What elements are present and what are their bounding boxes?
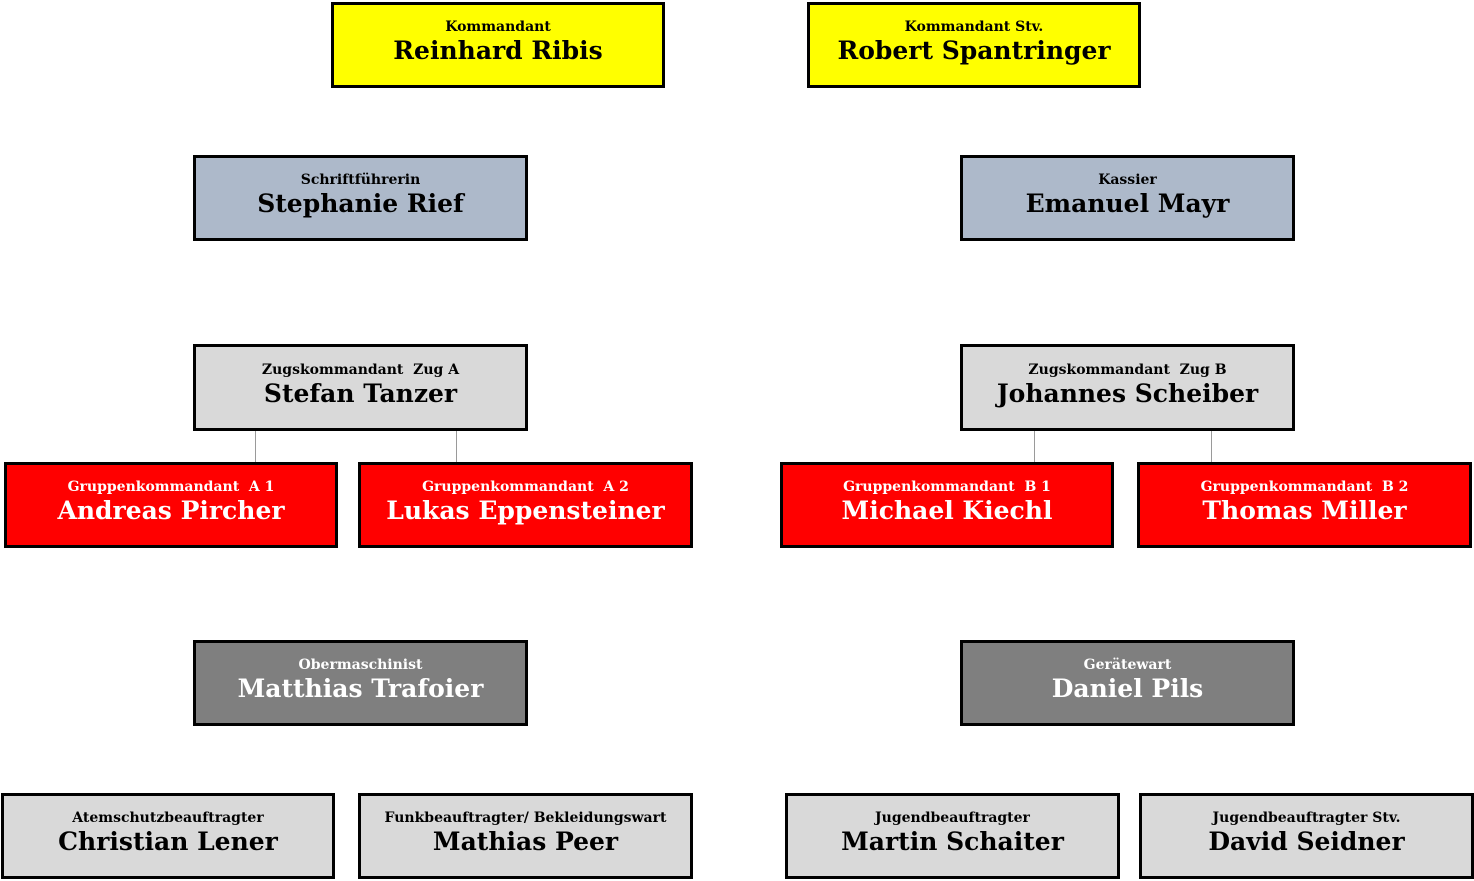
- person-name: Robert Spantringer: [837, 36, 1111, 65]
- person-name: Lukas Eppensteiner: [386, 496, 665, 525]
- connector-tick: [255, 431, 256, 462]
- person-name: Michael Kiechl: [841, 496, 1053, 525]
- role-label: Jugendbeauftragter: [875, 810, 1030, 826]
- connector-tick: [1034, 431, 1035, 462]
- role-label: Zugskommandant Zug B: [1028, 361, 1227, 378]
- person-name: Stephanie Rief: [257, 189, 464, 218]
- node-zugskommandant-a: Zugskommandant Zug A Stefan Tanzer: [193, 344, 528, 431]
- node-kommandant: Kommandant Reinhard Ribis: [331, 2, 665, 88]
- node-funkbeauftragter: Funkbeauftragter/ Bekleidungswart Mathia…: [358, 793, 693, 879]
- node-gruppenkommandant-a2: Gruppenkommandant A 2 Lukas Eppensteiner: [358, 462, 693, 548]
- connector-tick: [456, 431, 457, 462]
- person-name: Reinhard Ribis: [393, 36, 603, 65]
- node-jugendbeauftragter: Jugendbeauftragter Martin Schaiter: [785, 793, 1120, 879]
- node-gruppenkommandant-b1: Gruppenkommandant B 1 Michael Kiechl: [780, 462, 1114, 548]
- role-label: Gruppenkommandant B 2: [1200, 479, 1409, 495]
- node-obermaschinist: Obermaschinist Matthias Trafoier: [193, 640, 528, 726]
- person-name: Matthias Trafoier: [237, 674, 484, 703]
- role-label: Funkbeauftragter/ Bekleidungswart: [384, 810, 667, 826]
- person-name: Daniel Pils: [1051, 674, 1204, 703]
- node-atemschutzbeauftragter: Atemschutzbeauftragter Christian Lener: [1, 793, 335, 879]
- person-name: Thomas Miller: [1202, 496, 1407, 525]
- role-label: Gruppenkommandant A 2: [422, 479, 629, 495]
- node-geraetewart: Gerätewart Daniel Pils: [960, 640, 1295, 726]
- role-label: Obermaschinist: [298, 657, 423, 673]
- person-name: Johannes Scheiber: [996, 378, 1259, 408]
- role-label: Gruppenkommandant A 1: [67, 479, 275, 495]
- node-schriftfuehrerin: Schriftführerin Stephanie Rief: [193, 155, 528, 241]
- person-name: Christian Lener: [58, 827, 278, 856]
- person-name: Andreas Pircher: [57, 496, 285, 525]
- role-label: Kommandant: [445, 19, 551, 35]
- role-label: Kommandant Stv.: [904, 19, 1044, 35]
- role-label: Kassier: [1098, 172, 1157, 188]
- node-gruppenkommandant-b2: Gruppenkommandant B 2 Thomas Miller: [1137, 462, 1472, 548]
- role-label: Schriftführerin: [300, 172, 421, 188]
- role-label: Atemschutzbeauftragter: [72, 810, 264, 826]
- node-kassier: Kassier Emanuel Mayr: [960, 155, 1295, 241]
- role-label: Jugendbeauftragter Stv.: [1212, 810, 1401, 826]
- role-label: Zugskommandant Zug A: [261, 361, 460, 378]
- person-name: Stefan Tanzer: [263, 378, 458, 408]
- person-name: Mathias Peer: [432, 827, 619, 856]
- node-kommandant-stv: Kommandant Stv. Robert Spantringer: [807, 2, 1141, 88]
- person-name: Emanuel Mayr: [1025, 189, 1230, 218]
- node-jugendbeauftragter-stv: Jugendbeauftragter Stv. David Seidner: [1139, 793, 1474, 879]
- node-gruppenkommandant-a1: Gruppenkommandant A 1 Andreas Pircher: [4, 462, 338, 548]
- connector-tick: [1211, 431, 1212, 462]
- role-label: Gruppenkommandant B 1: [843, 479, 1051, 495]
- person-name: David Seidner: [1208, 827, 1405, 856]
- node-zugskommandant-b: Zugskommandant Zug B Johannes Scheiber: [960, 344, 1295, 431]
- person-name: Martin Schaiter: [841, 827, 1064, 856]
- role-label: Gerätewart: [1083, 657, 1172, 673]
